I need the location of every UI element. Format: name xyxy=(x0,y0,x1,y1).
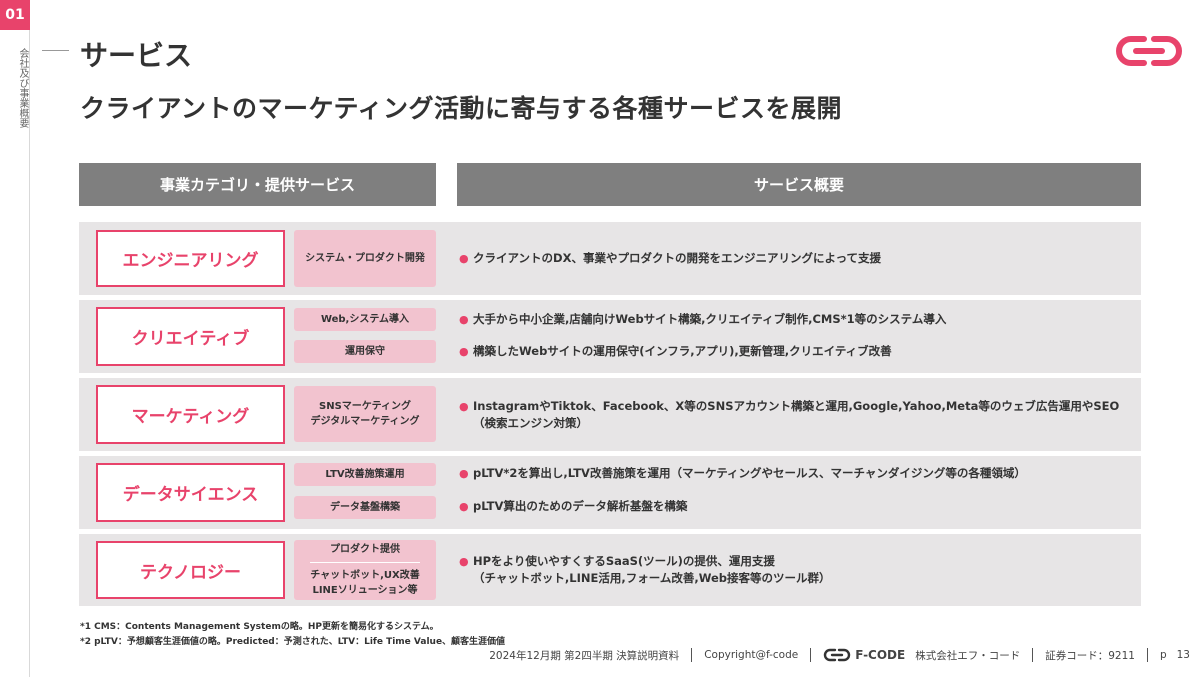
service-web-system: Web,システム導入 xyxy=(294,308,436,331)
description-text: pLTV算出のためのデータ解析基盤を構築 xyxy=(473,499,688,513)
category-technology: テクノロジー xyxy=(96,541,285,599)
service-label: LINEソリューション等 xyxy=(312,585,418,596)
footer-divider xyxy=(1032,648,1034,662)
bullet-icon: ● xyxy=(459,345,469,358)
table-row-creative: クリエイティブ Web,システム導入 運用保守 ● 大手から中小企業,店舗向けW… xyxy=(79,300,1141,373)
f-code-logo-icon xyxy=(1116,36,1182,66)
f-code-mini-logo-icon xyxy=(824,648,851,662)
footer-brand: F-CODE xyxy=(855,648,906,662)
service-data-platform: データ基盤構築 xyxy=(294,496,436,519)
section-vertical-label: 会社及び事業概要 xyxy=(0,48,30,128)
description-data-science-1: ● pLTV*2を算出し,LTV改善施策を運用（マーケティングやセールス、マーチ… xyxy=(459,465,1026,482)
service-system-product-dev: システム・プロダクト開発 xyxy=(294,230,436,287)
service-label: 運用保守 xyxy=(345,346,385,357)
service-label: SNSマーケティング xyxy=(319,401,411,412)
bullet-icon: ● xyxy=(459,313,469,326)
footer: 2024年12月期 第2四半期 決算説明資料 Copyright@f-code … xyxy=(480,646,1190,664)
description-creative-1: ● 大手から中小企業,店舗向けWebサイト構築,クリエイティブ制作,CMS*1等… xyxy=(459,311,946,328)
footer-divider xyxy=(1146,648,1148,662)
description-text-continued: （検索エンジン対策） xyxy=(473,416,588,430)
service-product-provision: プロダクト提供 チャットボット,UX改善 LINEソリューション等 xyxy=(294,540,436,600)
bullet-icon: ● xyxy=(459,467,469,480)
table-header-category: 事業カテゴリ・提供サービス xyxy=(79,163,436,206)
service-maintenance: 運用保守 xyxy=(294,340,436,363)
footer-copyright: Copyright@f-code xyxy=(704,649,799,661)
service-label: Web,システム導入 xyxy=(320,314,410,325)
footer-divider xyxy=(810,648,812,662)
table-row-marketing: マーケティング SNSマーケティング デジタルマーケティング ● Instagr… xyxy=(79,378,1141,451)
bullet-icon: ● xyxy=(459,252,469,265)
footer-page-number: 13 xyxy=(1176,649,1190,661)
description-text: HPをより使いやすくするSaaS(ツール)の提供、運用支援 xyxy=(473,554,775,568)
category-marketing: マーケティング xyxy=(96,385,285,444)
bullet-icon: ● xyxy=(459,400,469,413)
footer-stock-code: 証券コード：9211 xyxy=(1045,649,1135,662)
footnote-cms: *1 CMS：Contents Management Systemの略。HP更新… xyxy=(80,622,439,632)
footer-divider xyxy=(691,648,693,662)
service-label: システム・プロダクト開発 xyxy=(305,253,425,264)
page-subtitle: クライアントのマーケティング活動に寄与する各種サービスを展開 xyxy=(80,94,843,123)
category-data-science: データサイエンス xyxy=(96,463,285,522)
category-engineering: エンジニアリング xyxy=(96,230,285,287)
service-label: チャットボット,UX改善 xyxy=(310,570,420,581)
footer-period: 2024年12月期 第2四半期 決算説明資料 xyxy=(489,649,680,662)
section-vertical-text: 会社及び事業概要 xyxy=(17,48,28,128)
footnote-pltv: *2 pLTV：予想顧客生涯価値の略。Predicted：予測された、LTV：L… xyxy=(80,637,506,647)
page-title: サービス xyxy=(80,39,193,72)
description-text: 構築したWebサイトの運用保守(インフラ,アプリ),更新管理,クリエイティブ改善 xyxy=(473,344,892,358)
description-text: pLTV*2を算出し,LTV改善施策を運用（マーケティングやセールス、マーチャン… xyxy=(473,466,1026,480)
table-row-engineering: エンジニアリング システム・プロダクト開発 ● クライアントのDX、事業やプロダ… xyxy=(79,222,1141,295)
service-ltv-improvement: LTV改善施策運用 xyxy=(294,463,436,486)
description-text: クライアントのDX、事業やプロダクトの開発をエンジニアリングによって支援 xyxy=(473,251,882,265)
left-rail: 01 会社及び事業概要 xyxy=(0,0,30,677)
description-creative-2: ● 構築したWebサイトの運用保守(インフラ,アプリ),更新管理,クリエイティブ… xyxy=(459,343,892,360)
service-label: データ基盤構築 xyxy=(330,502,400,513)
service-label: プロダクト提供 xyxy=(330,544,400,555)
title-dash xyxy=(42,50,69,51)
service-divider xyxy=(310,562,420,563)
footer-page-label: p xyxy=(1159,649,1167,661)
description-text: 大手から中小企業,店舗向けWebサイト構築,クリエイティブ制作,CMS*1等のシ… xyxy=(473,312,947,326)
table-row-data-science: データサイエンス LTV改善施策運用 データ基盤構築 ● pLTV*2を算出し,… xyxy=(79,456,1141,529)
service-sns-digital-marketing: SNSマーケティング デジタルマーケティング xyxy=(294,386,436,442)
category-creative: クリエイティブ xyxy=(96,307,285,366)
description-data-science-2: ● pLTV算出のためのデータ解析基盤を構築 xyxy=(459,498,687,515)
description-marketing: ● InstagramやTiktok、Facebook、X等のSNSアカウント構… xyxy=(459,398,1119,432)
service-label: デジタルマーケティング xyxy=(310,416,420,427)
description-technology: ● HPをより使いやすくするSaaS(ツール)の提供、運用支援 （チャットボット… xyxy=(459,553,831,587)
bullet-icon: ● xyxy=(459,555,469,568)
table-row-technology: テクノロジー プロダクト提供 チャットボット,UX改善 LINEソリューション等… xyxy=(79,534,1141,606)
service-label: LTV改善施策運用 xyxy=(325,469,405,480)
footer-company: 株式会社エフ・コード xyxy=(915,649,1021,662)
description-text: InstagramやTiktok、Facebook、X等のSNSアカウント構築と… xyxy=(473,399,1120,413)
section-number: 01 xyxy=(0,0,30,30)
bullet-icon: ● xyxy=(459,500,469,513)
description-engineering: ● クライアントのDX、事業やプロダクトの開発をエンジニアリングによって支援 xyxy=(459,250,881,267)
table-header-overview: サービス概要 xyxy=(457,163,1141,206)
description-text-continued: （チャットボット,LINE活用,フォーム改善,Web接客等のツール群） xyxy=(473,571,831,585)
